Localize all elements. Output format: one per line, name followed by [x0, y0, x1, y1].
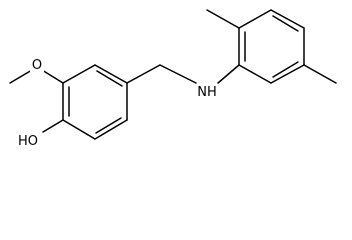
- hydroxyl-group: HO: [18, 119, 64, 149]
- bond-n-to-ring: [217, 64, 240, 84]
- ring-bond: [270, 64, 305, 84]
- ring-double-bond: [272, 15, 299, 32]
- ring-bond: [238, 64, 272, 84]
- left-aromatic-ring: [62, 64, 128, 140]
- ring-bond: [238, 9, 272, 29]
- ring-bond: [94, 64, 128, 84]
- ring-bond: [62, 64, 96, 84]
- ring-bond: [94, 119, 128, 140]
- methyl-substituents: [206, 9, 337, 84]
- molecule-diagram: O HO NH: [9, 9, 337, 149]
- aminomethyl-linker: NH: [126, 64, 240, 100]
- ring-bond: [62, 119, 96, 140]
- hydroxyl-label: HO: [18, 134, 38, 149]
- ring-bond: [270, 9, 305, 29]
- ring-double-bond: [272, 61, 299, 78]
- methoxy-group: O: [9, 56, 64, 84]
- ring-double-bond: [95, 117, 122, 134]
- bond-ring-to-oh: [42, 119, 64, 133]
- bond-o-to-methyl: [9, 69, 33, 84]
- meta-methyl-bond: [303, 64, 337, 84]
- methoxy-oxygen-label: O: [32, 58, 42, 73]
- bond-ring-to-ch2: [126, 64, 161, 84]
- amine-label: NH: [197, 85, 217, 100]
- ortho-methyl-bond: [206, 9, 240, 29]
- right-aromatic-ring: [238, 9, 305, 84]
- bond-ring-to-o: [41, 69, 64, 84]
- bond-ch2-to-n: [159, 64, 197, 84]
- ring-double-bond: [96, 70, 123, 87]
